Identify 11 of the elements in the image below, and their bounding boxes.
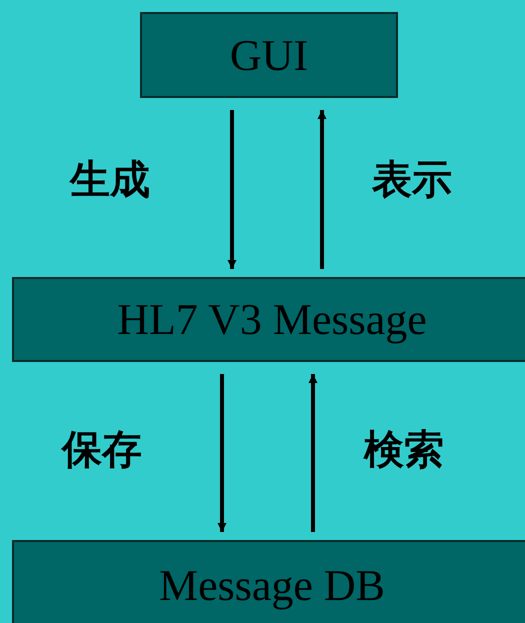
process-box: HL7 V3 Message: [12, 277, 525, 362]
edge-label: 検索: [364, 430, 444, 470]
edge-label: 保存: [62, 430, 142, 470]
edge-label: 表示: [372, 160, 452, 200]
arrow: [308, 374, 318, 532]
arrow: [318, 110, 326, 269]
edge-label: 生成: [70, 160, 150, 200]
arrow: [218, 374, 226, 532]
process-box: GUI: [140, 12, 398, 98]
process-box: Message DB: [12, 540, 525, 623]
arrow: [228, 110, 236, 269]
